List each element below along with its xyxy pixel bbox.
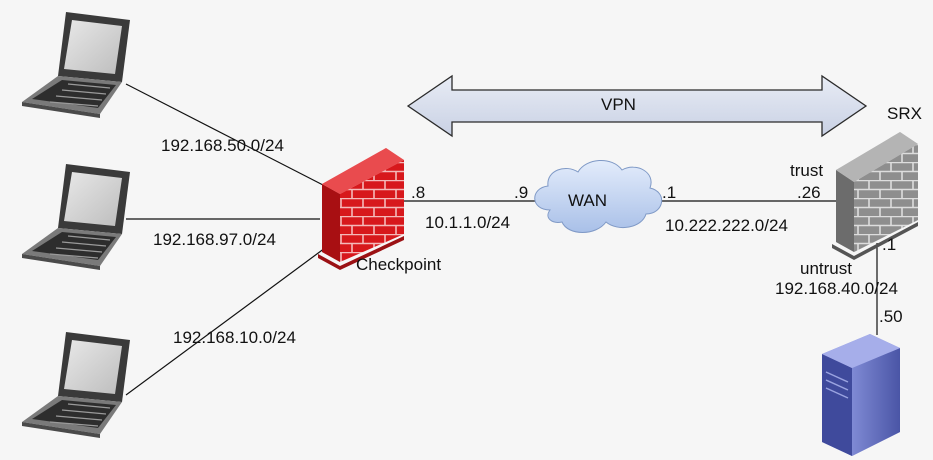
srx-untrust-ip: .1 — [882, 235, 897, 254]
checkpoint-firewall — [318, 148, 404, 270]
laptop-icon — [21, 331, 131, 439]
srx-trust-ip: .26 — [797, 183, 821, 202]
link-lan-50 — [125, 83, 324, 186]
checkpoint-wan-ip: .8 — [411, 183, 426, 202]
subnet-lan-97: 192.168.97.0/24 — [153, 230, 276, 249]
untrust-label: untrust — [800, 259, 852, 278]
vpn-arrow — [406, 74, 868, 138]
double-arrow-icon — [406, 74, 868, 138]
wan-label: WAN — [568, 191, 608, 210]
subnet-wan-right: 10.222.222.0/24 — [665, 216, 788, 235]
checkpoint-label: Checkpoint — [356, 255, 442, 274]
laptop-icon — [21, 11, 131, 119]
connection-lines — [125, 83, 878, 396]
wan-right-peer-ip: .1 — [662, 183, 677, 202]
srx-firewall — [832, 132, 918, 260]
subnet-lan-50: 192.168.50.0/24 — [161, 136, 284, 155]
subnet-lan-10: 192.168.10.0/24 — [173, 328, 296, 347]
srx-label: SRX — [887, 104, 922, 123]
cloud-icon — [534, 160, 662, 233]
server-ip: .50 — [879, 307, 903, 326]
wan-left-peer-ip: .9 — [514, 183, 529, 202]
link-lan-10 — [125, 247, 326, 396]
vpn-label: VPN — [601, 95, 636, 114]
subnet-srx-untrust: 192.168.40.0/24 — [775, 279, 898, 298]
wan-cloud — [534, 160, 662, 233]
laptop-icon — [21, 163, 131, 271]
subnet-wan-left: 10.1.1.0/24 — [425, 213, 511, 232]
server — [822, 334, 900, 456]
trust-label: trust — [790, 161, 824, 180]
